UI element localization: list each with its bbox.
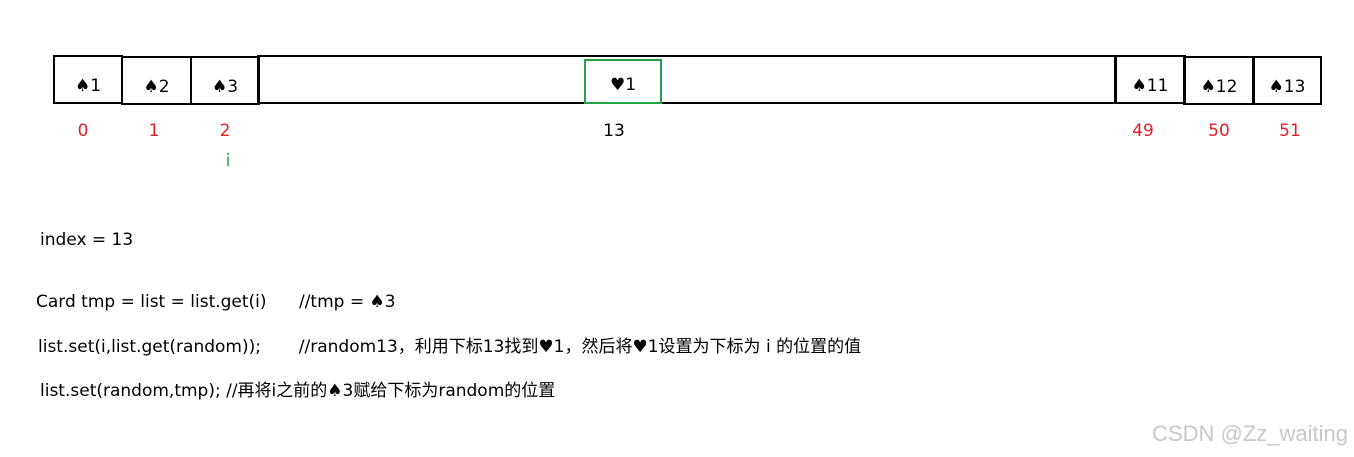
array-cell-2: ♠3	[190, 56, 260, 105]
cell-label: ♠3	[211, 76, 239, 97]
array-cell-50: ♠12	[1183, 56, 1255, 105]
index-label-50: 50	[1208, 121, 1230, 141]
index-label-1: 1	[148, 121, 160, 141]
cell-label: ♠1	[74, 75, 102, 96]
code-line-set-i: list.set(i,list.get(random)); //random13…	[38, 337, 862, 357]
index-label-13: 13	[603, 121, 625, 141]
pointer-i-label: i	[225, 151, 231, 171]
cell-label: ♠11	[1131, 75, 1169, 96]
index-label-51: 51	[1279, 121, 1301, 141]
index-label-0: 0	[77, 121, 89, 141]
cell-label: ♠2	[143, 76, 170, 97]
array-cell-1: ♠2	[121, 56, 192, 105]
code-line-set-random: list.set(random,tmp); //再将i之前的♠3赋给下标为ran…	[40, 381, 556, 401]
highlighted-card-label: ♥1	[609, 74, 637, 95]
array-cell-49: ♠11	[1114, 55, 1186, 104]
highlighted-card-box: ♥1	[584, 59, 662, 104]
cell-label: ♠12	[1200, 76, 1238, 97]
code-line-index: index = 13	[40, 230, 134, 250]
index-label-2: 2	[219, 121, 231, 141]
array-cell-middle	[257, 55, 1117, 104]
code-line-tmp: Card tmp = list = list.get(i) //tmp = ♠3	[36, 292, 396, 312]
csdn-watermark: CSDN @Zz_waiting	[1152, 421, 1348, 446]
array-cell-0: ♠1	[53, 55, 123, 104]
cell-label: ♠13	[1268, 76, 1306, 97]
array-cell-51: ♠13	[1252, 56, 1322, 105]
index-label-49: 49	[1132, 121, 1154, 141]
